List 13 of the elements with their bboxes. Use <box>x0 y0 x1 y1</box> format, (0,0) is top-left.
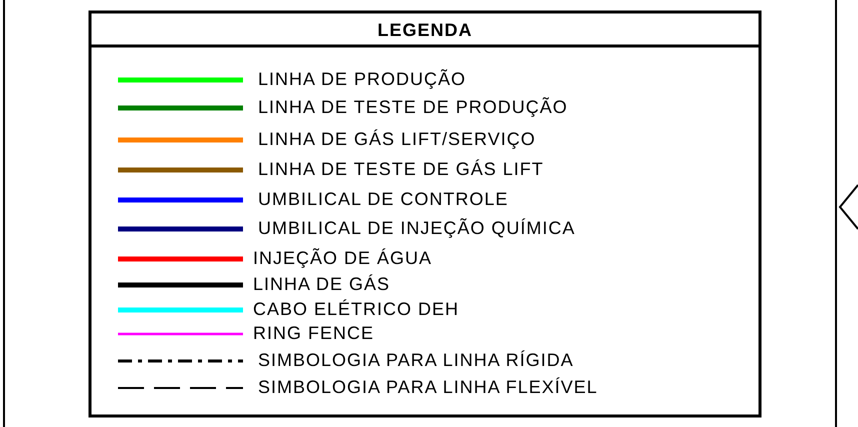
legend-title: LEGENDA <box>376 19 474 41</box>
legend-label: UMBILICAL DE CONTROLE <box>258 188 508 210</box>
legend-label: LINHA DE PRODUÇÃO <box>258 68 466 90</box>
legend-label: LINHA DE GÁS <box>253 273 390 295</box>
legend-label: RING FENCE <box>253 322 374 344</box>
legend-label: UMBILICAL DE INJEÇÃO QUÍMICA <box>258 217 576 239</box>
legend-label: CABO ELÉTRICO DEH <box>253 298 460 320</box>
legend-label: LINHA DE TESTE DE GÁS LIFT <box>258 158 544 180</box>
legend-label: LINHA DE GÁS LIFT/SERVIÇO <box>258 128 536 150</box>
legend-label: SIMBOLOGIA PARA LINHA FLEXÍVEL <box>258 376 598 398</box>
legend-label: SIMBOLOGIA PARA LINHA RÍGIDA <box>258 349 574 371</box>
legend-label: INJEÇÃO DE ÁGUA <box>253 247 432 269</box>
legend-label: LINHA DE TESTE DE PRODUÇÃO <box>258 96 568 118</box>
